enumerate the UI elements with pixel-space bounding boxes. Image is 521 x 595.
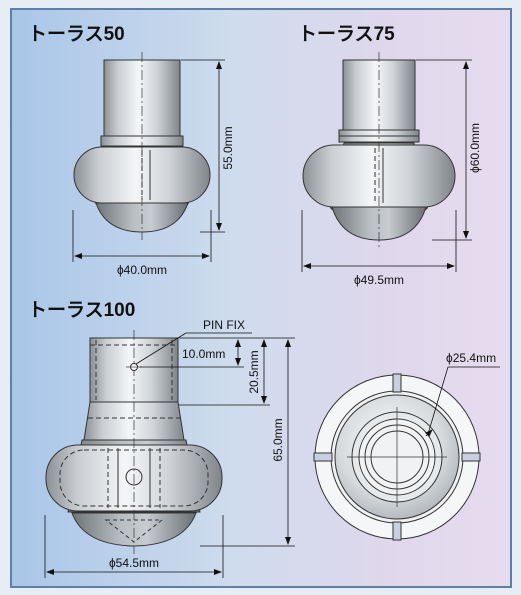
torus75-dimensions — [301, 59, 472, 272]
bore-label: ϕ25.4mm — [446, 351, 496, 365]
torus100-drawing — [45, 330, 223, 554]
torus75-height-label: ϕ60.0mm — [468, 123, 482, 173]
torus50-height-label: 55.0mm — [221, 126, 235, 169]
torus100-height-label: 65.0mm — [271, 418, 285, 461]
torus50-diameter-label: ϕ40.0mm — [117, 263, 167, 277]
torus100-diameter-label: ϕ54.5mm — [109, 556, 159, 570]
pin-fix-label: PIN FIX — [203, 318, 245, 332]
torus75-diameter-label: ϕ49.5mm — [354, 273, 404, 287]
title-torus50: トーラス50 — [28, 24, 125, 45]
pin-depth-label: 20.5mm — [247, 350, 261, 393]
top-view-gaps — [313, 373, 481, 541]
torus75-drawing — [302, 52, 456, 248]
pin-offset-label: 10.0mm — [182, 347, 225, 361]
torus100-top-view — [314, 374, 480, 540]
torus100-dimensions — [44, 332, 295, 578]
bore-dimension — [424, 366, 500, 438]
torus50-dimensions — [72, 59, 225, 262]
torus50-drawing — [73, 52, 211, 240]
title-torus75: トーラス75 — [298, 24, 395, 45]
title-torus100: トーラス100 — [28, 300, 135, 321]
